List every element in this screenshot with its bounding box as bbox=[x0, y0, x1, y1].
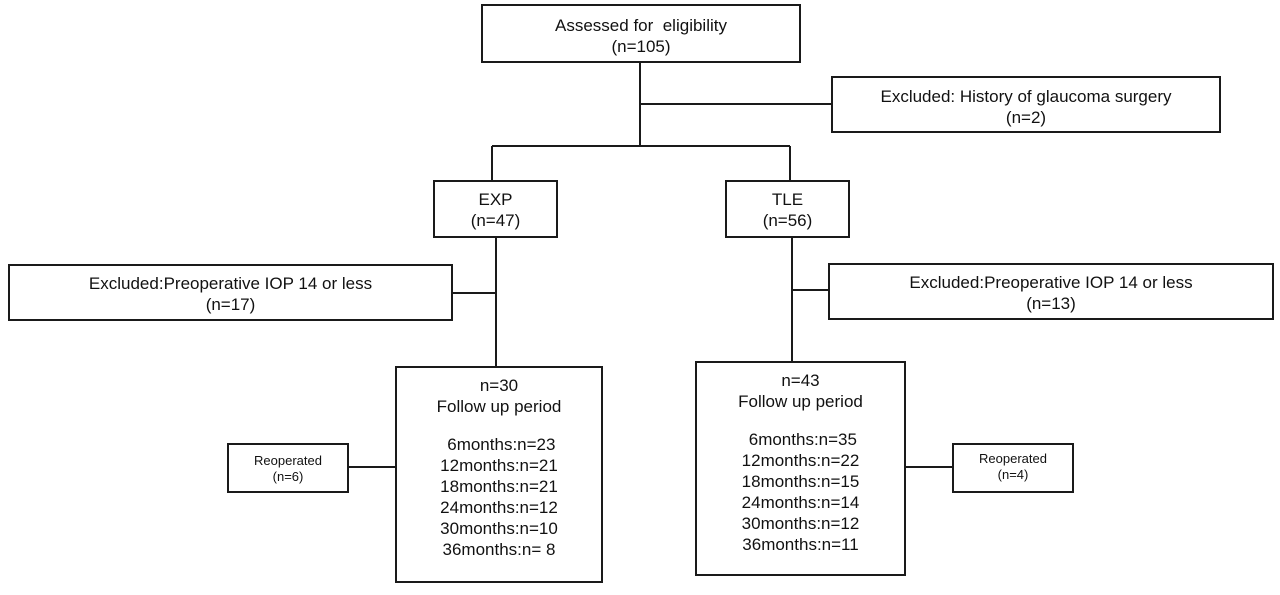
tle-reoperated-label: Reoperated bbox=[979, 451, 1047, 466]
exp-follow-item: 36months:n= 8 bbox=[442, 540, 556, 559]
excluded-top-box: Excluded: History of glaucoma surgery (n… bbox=[831, 76, 1221, 133]
tle-follow-item: 36months:n=11 bbox=[742, 535, 859, 554]
exp-follow-title: Follow up period bbox=[436, 397, 562, 416]
exp-reoperated-label: Reoperated bbox=[254, 453, 322, 468]
tle-excluded-count: (n=13) bbox=[1026, 294, 1076, 313]
exp-excluded-label: Excluded:Preoperative IOP 14 or less bbox=[88, 274, 373, 293]
tle-follow-title: Follow up period bbox=[738, 392, 863, 411]
exp-follow-item: 6months:n=23 bbox=[442, 435, 556, 454]
exp-follow-item: 24months:n=12 bbox=[440, 498, 558, 517]
exp-count: (n=47) bbox=[470, 211, 521, 230]
exp-excluded-count: (n=17) bbox=[205, 295, 256, 314]
exp-excluded-box: Excluded:Preoperative IOP 14 or less (n=… bbox=[8, 264, 453, 321]
tle-follow-item: 6months:n=35 bbox=[744, 430, 857, 449]
tle-reoperated-box: Reoperated (n=4) bbox=[952, 443, 1074, 493]
exp-follow-box: n=30 Follow up period 6months:n=23 12mon… bbox=[395, 366, 603, 583]
tle-follow-item: 18months:n=15 bbox=[741, 472, 860, 491]
tle-follow-item: 24months:n=14 bbox=[741, 493, 860, 512]
tle-follow-count: n=43 bbox=[781, 371, 820, 390]
exp-box: EXP (n=47) bbox=[433, 180, 558, 238]
excluded-top-count: (n=2) bbox=[1005, 108, 1047, 127]
tle-follow-list: 6months:n=35 12months:n=22 18months:n=15… bbox=[697, 429, 904, 555]
exp-follow-item: 12months:n=21 bbox=[440, 456, 558, 475]
assessed-box: Assessed for eligibility (n=105) bbox=[481, 4, 801, 63]
assessed-count: (n=105) bbox=[611, 37, 671, 56]
exp-label: EXP bbox=[478, 190, 513, 209]
tle-follow-item: 12months:n=22 bbox=[741, 451, 860, 470]
exp-follow-item: 18months:n=21 bbox=[440, 477, 558, 496]
exp-follow-item: 30months:n=10 bbox=[440, 519, 558, 538]
tle-excluded-box: Excluded:Preoperative IOP 14 or less (n=… bbox=[828, 263, 1274, 320]
tle-count: (n=56) bbox=[762, 211, 813, 230]
assessed-label: Assessed for eligibility bbox=[555, 16, 727, 35]
tle-excluded-label: Excluded:Preoperative IOP 14 or less bbox=[909, 273, 1193, 292]
exp-reoperated-count: (n=6) bbox=[272, 469, 304, 484]
excluded-top-label: Excluded: History of glaucoma surgery bbox=[880, 87, 1172, 106]
tle-follow-box: n=43 Follow up period 6months:n=35 12mon… bbox=[695, 361, 906, 576]
tle-box: TLE (n=56) bbox=[725, 180, 850, 238]
tle-label: TLE bbox=[771, 190, 804, 209]
exp-reoperated-box: Reoperated (n=6) bbox=[227, 443, 349, 493]
tle-follow-item: 30months:n=12 bbox=[741, 514, 860, 533]
exp-follow-count: n=30 bbox=[479, 376, 519, 395]
exp-follow-list: 6months:n=23 12months:n=21 18months:n=21… bbox=[397, 434, 601, 560]
tle-reoperated-count: (n=4) bbox=[997, 467, 1029, 482]
